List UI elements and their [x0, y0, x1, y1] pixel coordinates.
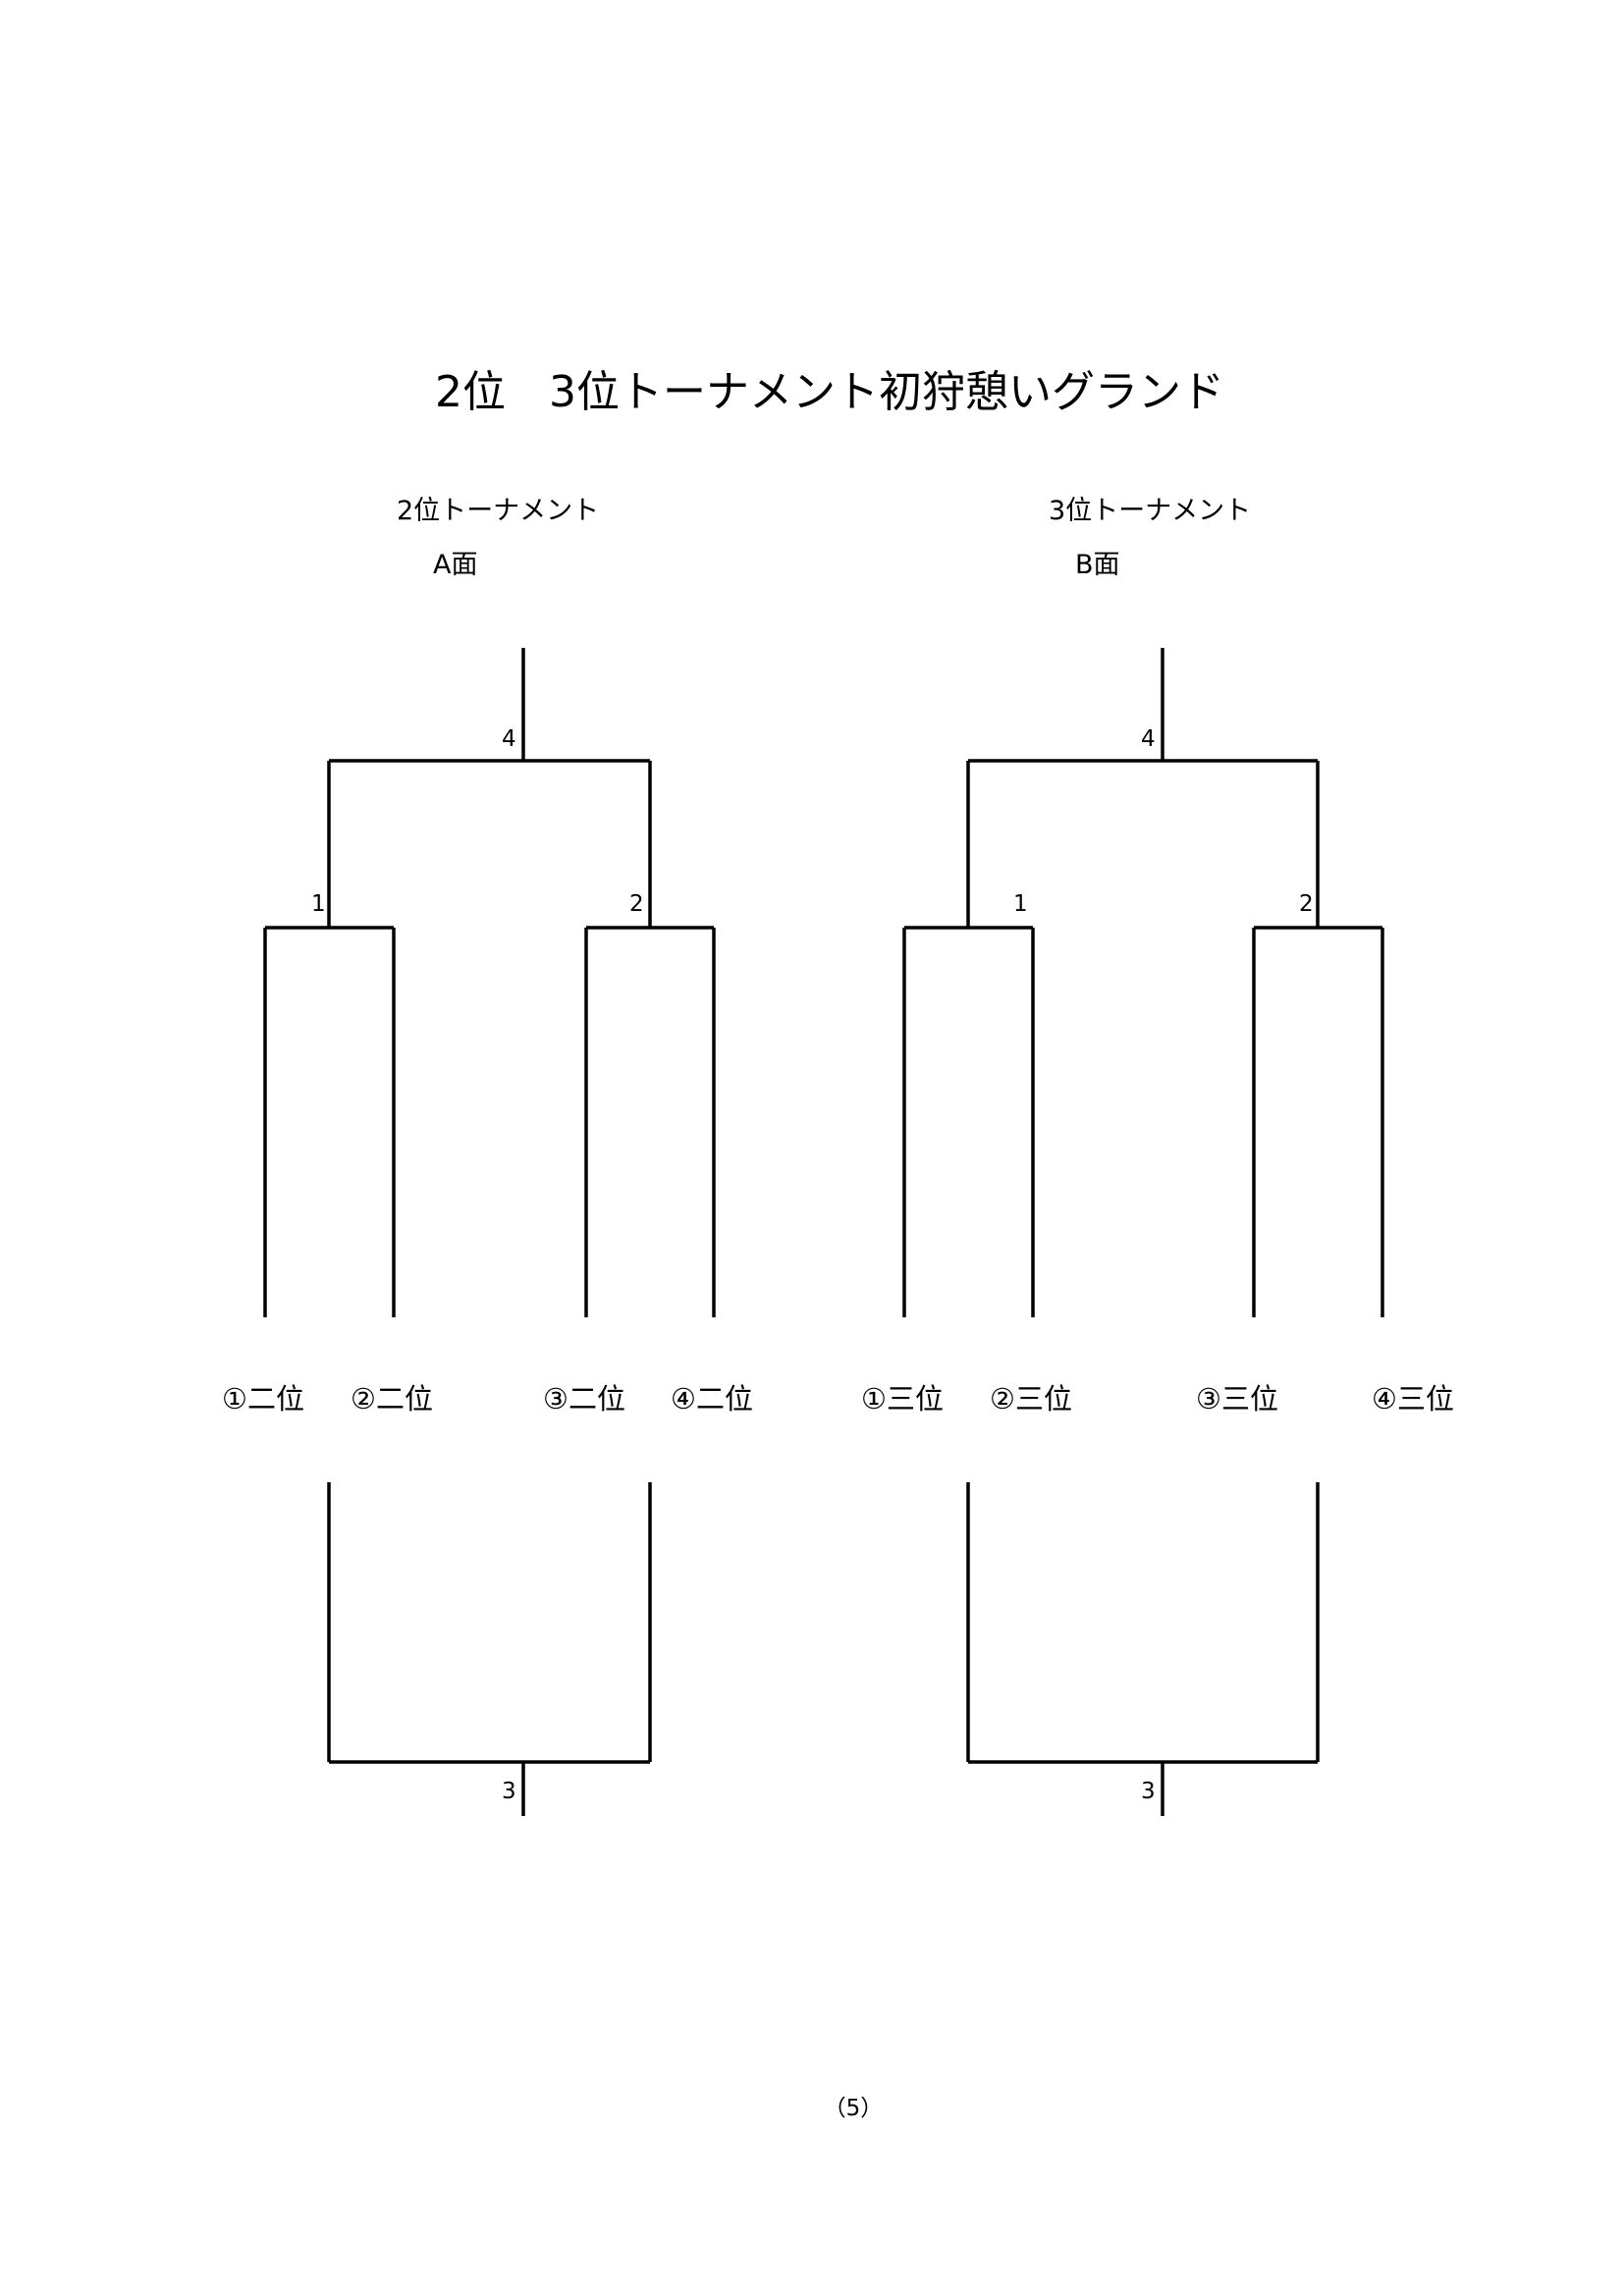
right-team-4: ④三位	[1372, 1382, 1454, 1415]
bracket-left-court: A面	[433, 550, 478, 580]
left-team-1: ①二位	[222, 1382, 304, 1415]
page-number: （5）	[823, 2096, 884, 2121]
right-match-label-final: 4	[1141, 726, 1156, 752]
right-match-label-third: 3	[1141, 1779, 1156, 1804]
left-team-4: ④二位	[671, 1382, 753, 1415]
right-match-label-1: 1	[1013, 891, 1028, 917]
right-team-1: ①三位	[861, 1382, 944, 1415]
left-match-label-2: 2	[629, 891, 644, 917]
bracket-left-heading: 2位トーナメント	[397, 496, 600, 526]
bracket-right: 4 1 2 3 ①三位 ②三位 ③三位 ④三位	[861, 648, 1454, 1816]
bracket-right-court: B面	[1075, 550, 1120, 580]
right-team-3: ③三位	[1196, 1382, 1278, 1415]
left-match-label-third: 3	[502, 1779, 516, 1804]
bracket-right-heading: 3位トーナメント	[1049, 496, 1252, 526]
right-team-2: ②三位	[990, 1382, 1072, 1415]
bracket-left: 4 1 2 3 ①二位 ②二位 ③二位 ④二位	[222, 648, 753, 1816]
left-team-2: ②二位	[351, 1382, 433, 1415]
page-title: 2位 3位トーナメント初狩憩いグランド	[435, 367, 1224, 417]
left-match-label-final: 4	[502, 726, 516, 752]
right-match-label-2: 2	[1299, 891, 1314, 917]
left-match-label-1: 1	[311, 891, 326, 917]
left-team-3: ③二位	[543, 1382, 625, 1415]
